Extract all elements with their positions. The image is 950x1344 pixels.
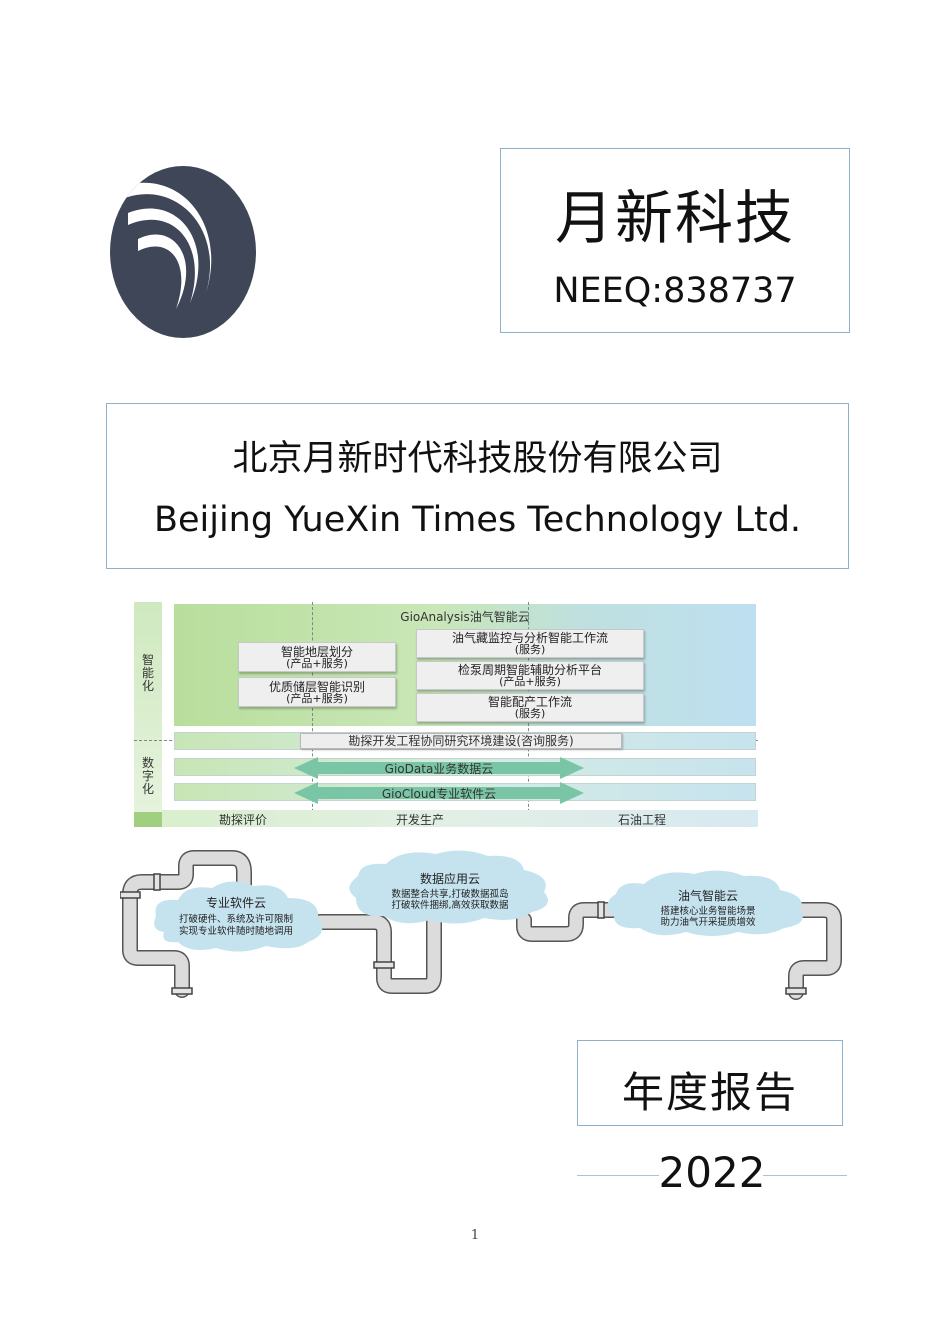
cloud-title: 数据应用云 (420, 871, 480, 886)
cloud-desc: 助力油气开采提质增效 (660, 916, 756, 928)
cloud-desc: 打破软件捆绑,高效获取数据 (391, 899, 509, 911)
title-box: 月新科技 NEEQ:838737 (500, 148, 850, 333)
diagram-card: 优质储层智能识别 (产品+服务) (238, 677, 396, 707)
year-line-left (577, 1175, 659, 1176)
report-year: 2022 (658, 1148, 766, 1197)
diagram-card: 智能地层划分 (产品+服务) (238, 642, 396, 672)
stage-label: 开发生产 (395, 813, 444, 827)
stage-label: 石油工程 (617, 813, 666, 827)
stage-label: 勘探评价 (218, 813, 267, 827)
company-name-box: 北京月新时代科技股份有限公司 Beijing YueXin Times Tech… (106, 403, 849, 569)
report-title: 年度报告 (621, 1068, 798, 1117)
digital-label: 数字化 (141, 756, 154, 796)
consulting-label: 勘探开发工程协同研究环境建设(咨询服务) (348, 734, 574, 748)
stock-code: NEEQ:838737 (553, 271, 797, 311)
company-logo (110, 166, 256, 338)
giocloud-arrow (294, 782, 584, 804)
column-separator (312, 602, 313, 827)
giocloud-label: GioCloud专业软件云 (381, 787, 497, 801)
diagram-card: 检泵周期智能辅助分析平台 (产品+服务) (416, 661, 644, 690)
cloud-desc: 实现专业软件随时随地调用 (179, 925, 293, 937)
business-architecture-diagram: 智能化 数字化 GioAnalysis油气智能云 智能地层划分 (产品+服务) … (134, 602, 758, 827)
diagram-card: 油气藏监控与分析智能工作流 (服务) (416, 629, 644, 658)
year-line-right (763, 1175, 847, 1176)
cloud-desc: 搭建核心业务智能场景 (660, 905, 755, 917)
company-name-english: Beijing YueXin Times Technology Ltd. (153, 500, 802, 540)
report-year-block: 2022 (577, 1148, 847, 1204)
intelligent-label: 智能化 (141, 653, 154, 693)
cloud-title: 油气智能云 (678, 888, 738, 903)
bottom-label-strip (162, 810, 758, 827)
company-name-chinese: 北京月新时代科技股份有限公司 (232, 439, 723, 479)
giodata-label: GioData业务数据云 (384, 762, 494, 776)
cloud-desc: 数据整合共享,打破数据孤岛 (391, 888, 508, 900)
left-strip-bottom (134, 812, 162, 827)
company-short-name: 月新科技 (554, 184, 795, 252)
left-label-strip (134, 602, 162, 827)
cloud-pipeline-illustration: 专业软件云 打破硬件、系统及许可限制 实现专业软件随时随地调用 数据应用云 数据… (120, 850, 842, 1000)
gioanalysis-title: GioAnalysis油气智能云 (400, 610, 530, 624)
cloud-desc: 打破硬件、系统及许可限制 (179, 913, 293, 925)
giodata-arrow (294, 757, 584, 779)
consulting-label-box (300, 733, 622, 749)
report-title-box: 年度报告 (577, 1040, 843, 1126)
page-number: 1 (470, 1228, 480, 1243)
cloud-title: 专业软件云 (206, 895, 266, 910)
diagram-card: 智能配产工作流 (服务) (416, 693, 644, 722)
